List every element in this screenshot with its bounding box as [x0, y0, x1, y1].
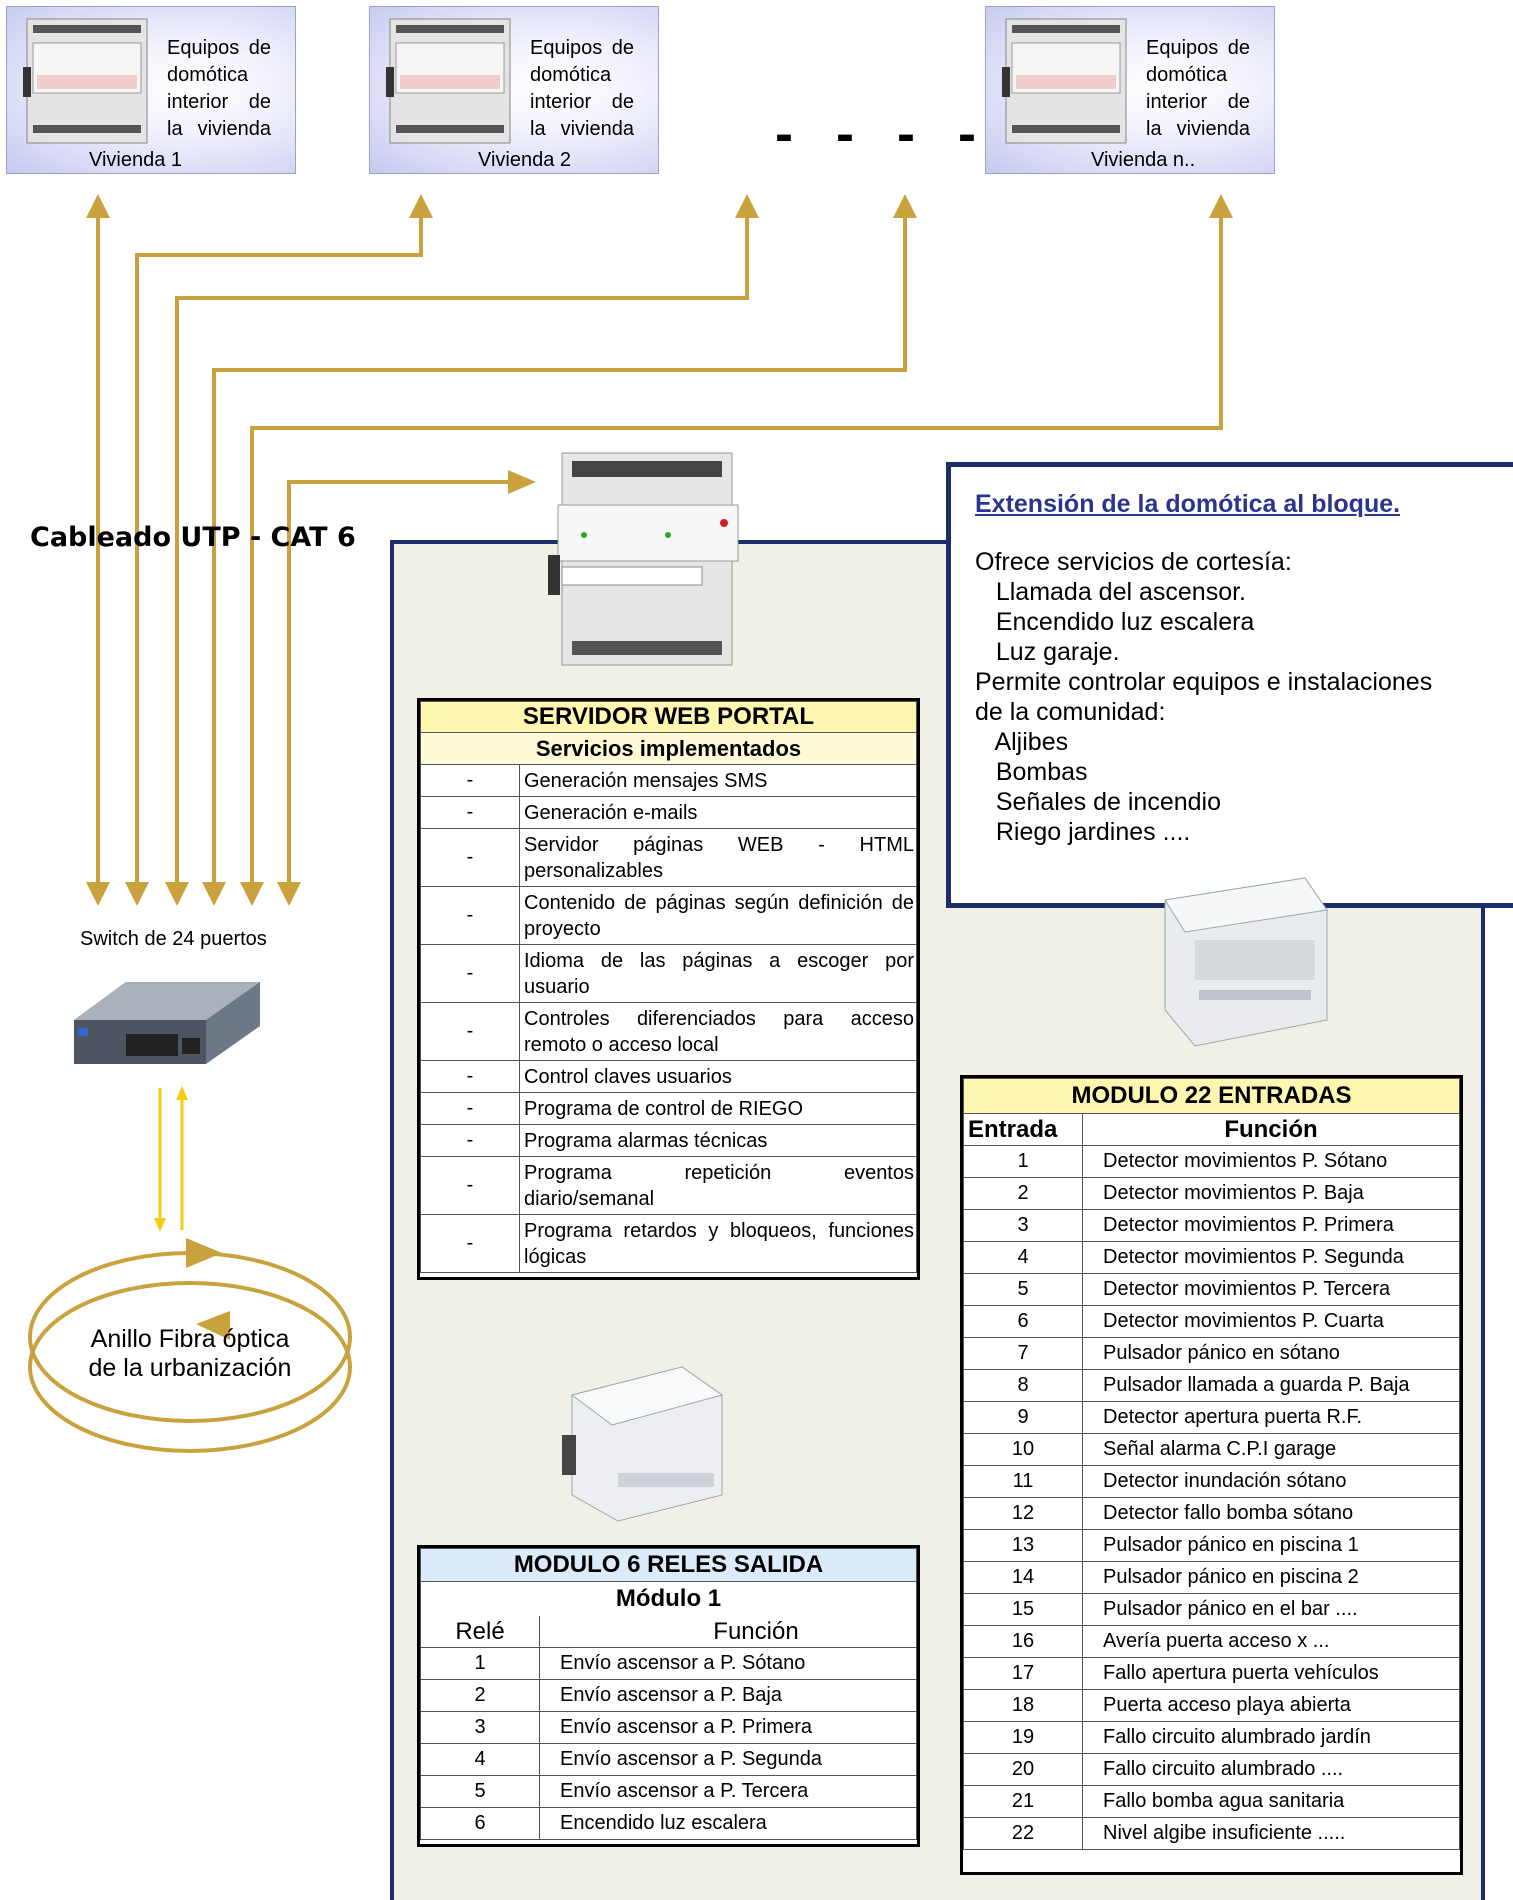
info-line: Señales de incendio: [975, 788, 1222, 816]
server-table-subtitle: Servicios implementados: [420, 732, 917, 765]
block-extension-info: Extensión de la domótica al bloque. Ofre…: [946, 462, 1513, 908]
info-line: Ofrece servicios de cortesía:: [975, 548, 1292, 576]
input-module-device-icon: [1155, 870, 1335, 1050]
table-row: -Programa de control de RIEGO: [420, 1092, 917, 1125]
info-line: Llamada del ascensor.: [975, 578, 1246, 606]
table-row: -Idioma de las páginas a escoger por usu…: [420, 944, 917, 1003]
cable-label: Cableado UTP - CAT 6: [30, 522, 356, 553]
info-line: Bombas: [975, 758, 1088, 786]
web-server-table: SERVIDOR WEB PORTAL Servicios implementa…: [417, 698, 920, 1280]
switch-label: Switch de 24 puertos: [80, 928, 267, 950]
fiber-arrowheads: [154, 1086, 188, 1232]
table-row: -Programa alarmas técnicas: [420, 1124, 917, 1157]
info-line: de la comunidad:: [975, 698, 1166, 726]
table-row: -Contenido de páginas según definición d…: [420, 886, 917, 945]
info-line: Riego jardines ....: [975, 818, 1191, 846]
ring-arrowheads: [186, 1238, 230, 1340]
relay-table-title: MODULO 6 RELES SALIDA: [420, 1548, 917, 1582]
network-switch-icon: [66, 978, 266, 1070]
table-row: -Control claves usuarios: [420, 1060, 917, 1093]
home-automation-device-icon: [1002, 17, 1130, 145]
dwelling-name: Vivienda 1: [89, 149, 183, 171]
function-col-header: Función: [539, 1616, 917, 1648]
utp-arrowheads: [86, 194, 1233, 906]
home-automation-device-icon: [386, 17, 514, 145]
info-line: Luz garaje.: [975, 638, 1120, 666]
info-line: Encendido luz escalera: [975, 608, 1255, 636]
dwelling-name: Vivienda n..: [1091, 149, 1196, 171]
table-row: -Programa retardos y bloqueos, funciones…: [420, 1214, 917, 1273]
table-row: -Generación e-mails: [420, 796, 917, 829]
table-row: -Servidor páginas WEB - HTML personaliza…: [420, 828, 917, 887]
dwelling-name: Vivienda 2: [478, 149, 572, 171]
input-table-title: MODULO 22 ENTRADAS: [963, 1078, 1460, 1114]
utp-cable-lines: [96, 215, 1223, 890]
web-server-device-icon: [548, 445, 748, 673]
fiber-links: [158, 1088, 184, 1230]
home-automation-device-icon: [23, 17, 151, 145]
table-row: -Programa repetición eventos diario/sema…: [420, 1156, 917, 1215]
server-table-title: SERVIDOR WEB PORTAL: [420, 701, 917, 733]
table-row: -Controles diferenciados para acceso rem…: [420, 1002, 917, 1061]
table-row: -Generación mensajes SMS: [420, 764, 917, 797]
relay-table-subtitle: Módulo 1: [420, 1581, 917, 1616]
info-line: Permite controlar equipos e instalacione…: [975, 668, 1433, 696]
info-title: Extensión de la domótica al bloque.: [975, 490, 1401, 518]
relay-module-device-icon: [562, 1355, 732, 1525]
input-col-header: Entrada: [963, 1113, 1083, 1146]
info-line: Aljibes: [975, 728, 1069, 756]
function-col-header: Función: [1082, 1113, 1460, 1146]
relay-col-header: Relé: [420, 1616, 540, 1648]
